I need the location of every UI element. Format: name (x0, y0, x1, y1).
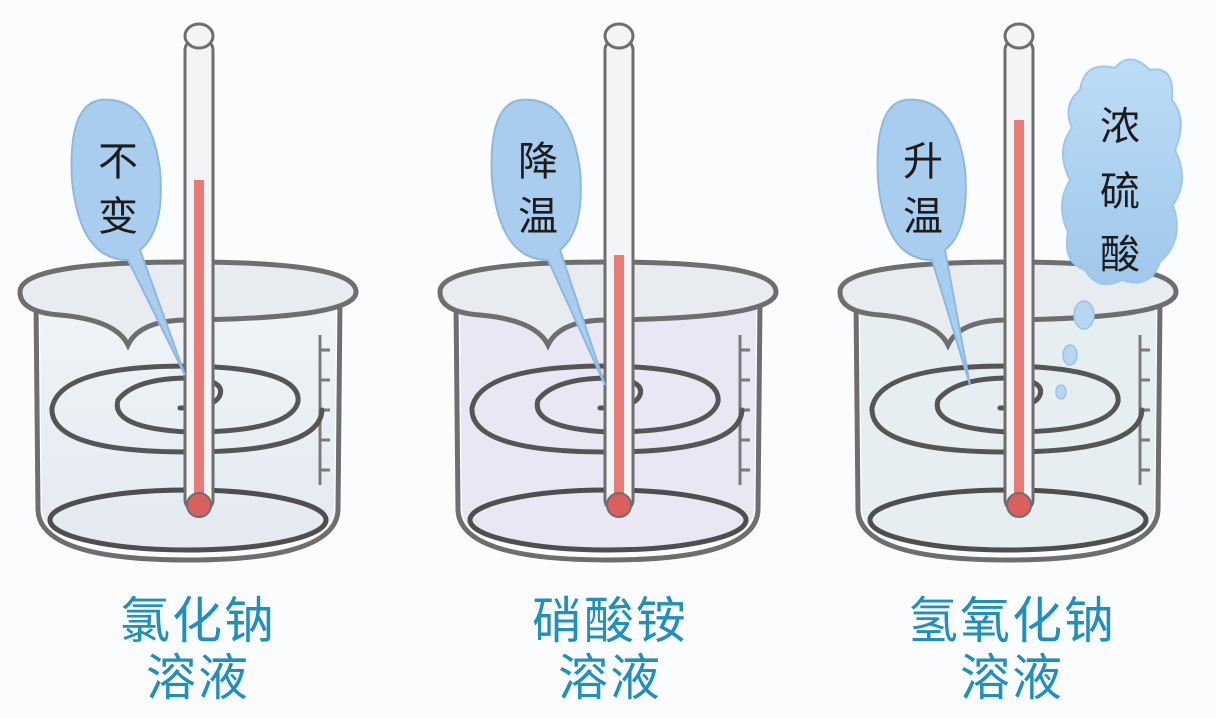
solution-label-line-2: 溶液 (146, 649, 250, 707)
acid-cloud (1061, 58, 1183, 286)
beaker-group-sodium-chloride: 不 变 氯化钠 溶液 (17, 22, 359, 707)
acid-text-line-1: 浓 (1100, 104, 1140, 150)
thermometer-liquid-column (1014, 120, 1024, 500)
thermometer-liquid-column (194, 180, 204, 500)
beaker-glass (853, 299, 1163, 563)
solution-label-line-1: 氢氧化钠 (908, 592, 1116, 650)
speech-bubble (876, 98, 971, 386)
acid-text-line-3: 酸 (1100, 232, 1140, 278)
bubble-text-line-2: 温 (903, 194, 943, 240)
bubble-text-line-1: 不 (98, 139, 138, 185)
solution-label-line-2: 溶液 (960, 649, 1064, 707)
thermometer (1003, 22, 1035, 518)
bubble-text-line-1: 升 (903, 139, 943, 185)
thermometer (183, 22, 215, 518)
acid-text-line-2: 硫 (1100, 169, 1140, 215)
thermometer (603, 22, 635, 518)
solution-label-line-1: 氯化钠 (120, 592, 276, 650)
acid-drops (1055, 300, 1095, 400)
thermometer-liquid-column (614, 255, 624, 500)
beaker-glass (33, 299, 343, 563)
beaker-group-sodium-hydroxide: 升 温 浓 硫 酸 氢氧化钠 溶液 (837, 22, 1183, 707)
beaker-glass (453, 299, 763, 563)
bubble-text-line-2: 温 (518, 194, 558, 240)
beaker-group-ammonium-nitrate: 降 温 硝酸铵 溶液 (437, 22, 779, 707)
solution-label-line-1: 硝酸铵 (532, 592, 688, 650)
solution-label-line-2: 溶液 (558, 649, 662, 707)
bubble-text-line-1: 降 (518, 139, 558, 185)
speech-bubble (70, 98, 186, 376)
bubble-text-line-2: 变 (98, 194, 138, 240)
speech-bubble (490, 98, 606, 386)
